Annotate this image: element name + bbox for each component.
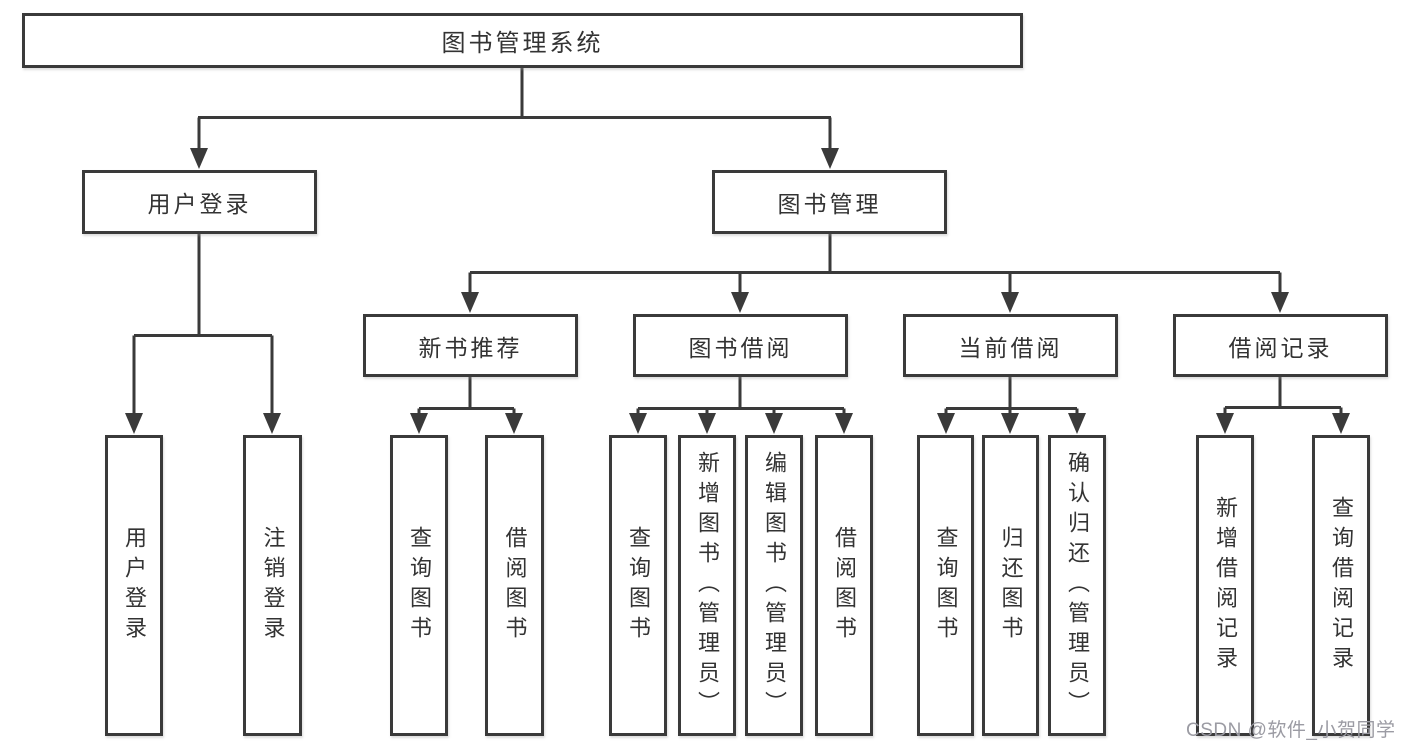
leaf-label: 归还图书 bbox=[998, 525, 1024, 646]
leaf-edit-book-admin: 编辑图书（管理员） bbox=[745, 435, 803, 736]
leaf-label: 查询图书 bbox=[933, 525, 959, 646]
leaf-label: 查询图书 bbox=[407, 525, 432, 646]
node-current-borrow-label: 当前借阅 bbox=[958, 334, 1063, 361]
node-book-borrow-label: 图书借阅 bbox=[688, 334, 793, 361]
leaf-user-login: 用户登录 bbox=[105, 435, 163, 736]
leaf-label: 借阅图书 bbox=[832, 525, 857, 646]
leaf-label: 注销登录 bbox=[260, 525, 286, 646]
node-book-management: 图书管理 bbox=[712, 170, 947, 234]
leaf-add-borrow-record: 新增借阅记录 bbox=[1196, 435, 1254, 736]
leaf-query-books-3: 查询图书 bbox=[917, 435, 974, 736]
node-book-borrow: 图书借阅 bbox=[633, 314, 848, 377]
leaf-borrow-books-2: 借阅图书 bbox=[815, 435, 873, 736]
new-book-branch-line bbox=[417, 377, 516, 416]
leaf-label: 用户登录 bbox=[122, 525, 147, 646]
node-user-login: 用户登录 bbox=[82, 170, 317, 234]
leaf-label: 查询借阅记录 bbox=[1329, 495, 1354, 676]
leaf-query-borrow-record: 查询借阅记录 bbox=[1312, 435, 1370, 736]
root-branch-line bbox=[197, 68, 832, 151]
book-mgmt-branch-line bbox=[468, 234, 1282, 295]
node-borrow-records: 借阅记录 bbox=[1173, 314, 1388, 377]
book-borrow-branch-line bbox=[636, 377, 846, 416]
current-borrow-branch-line bbox=[944, 377, 1079, 416]
leaf-label: 借阅图书 bbox=[502, 525, 528, 646]
leaf-label: 查询图书 bbox=[626, 525, 651, 646]
node-borrow-records-label: 借阅记录 bbox=[1228, 334, 1333, 361]
leaf-query-books-1: 查询图书 bbox=[390, 435, 448, 736]
leaf-borrow-books-1: 借阅图书 bbox=[485, 435, 544, 736]
node-root: 图书管理系统 bbox=[22, 13, 1023, 68]
leaf-label: 新增图书（管理员） bbox=[695, 450, 720, 721]
node-new-book-recommend-label: 新书推荐 bbox=[418, 334, 523, 361]
node-user-login-label: 用户登录 bbox=[147, 191, 252, 217]
node-root-label: 图书管理系统 bbox=[441, 30, 604, 57]
node-book-management-label: 图书管理 bbox=[777, 191, 882, 217]
borrow-records-branch-line bbox=[1223, 377, 1343, 416]
leaf-label: 编辑图书（管理员） bbox=[762, 450, 787, 721]
leaf-label: 确认归还（管理员） bbox=[1065, 450, 1090, 721]
node-new-book-recommend: 新书推荐 bbox=[363, 314, 578, 377]
leaf-confirm-return-admin: 确认归还（管理员） bbox=[1048, 435, 1106, 736]
leaf-logout: 注销登录 bbox=[243, 435, 302, 736]
leaf-add-book-admin: 新增图书（管理员） bbox=[678, 435, 736, 736]
leaf-return-book: 归还图书 bbox=[982, 435, 1039, 736]
node-current-borrow: 当前借阅 bbox=[903, 314, 1118, 377]
arrow-down-icons bbox=[125, 148, 1350, 434]
user-login-branch-line bbox=[132, 234, 274, 416]
watermark-text: CSDN @软件_小贺同学 bbox=[1186, 720, 1396, 741]
leaf-label: 新增借阅记录 bbox=[1213, 495, 1238, 676]
leaf-query-books-2: 查询图书 bbox=[609, 435, 667, 736]
